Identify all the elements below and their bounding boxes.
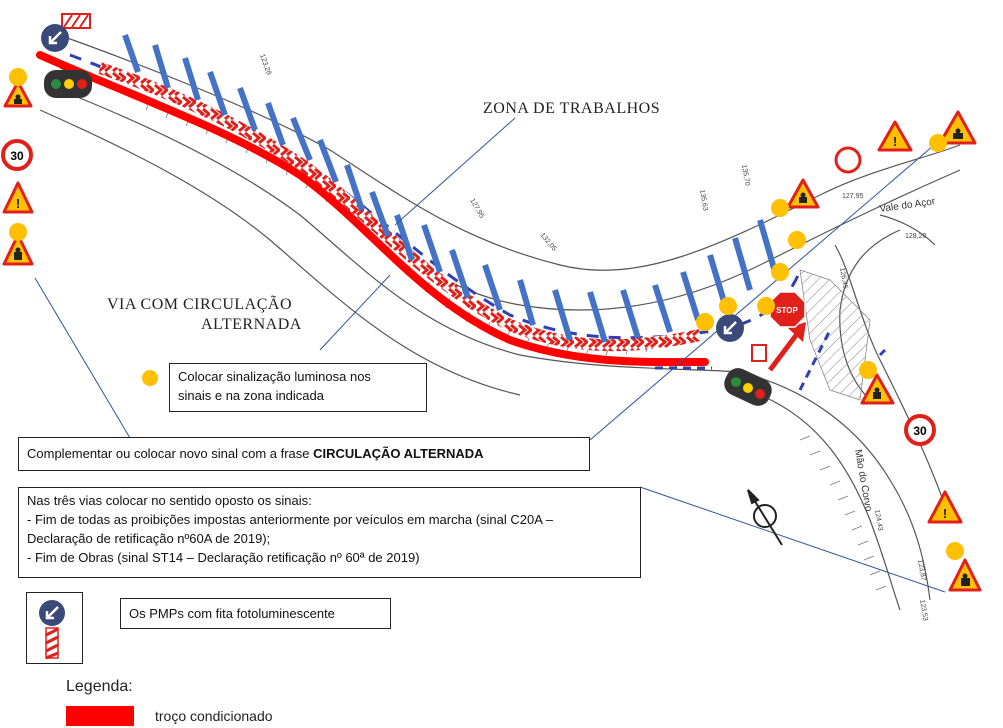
- opposite-note-line3: Declaração de retificação nº60A de 2019)…: [27, 531, 271, 546]
- traffic-island: [799, 269, 871, 401]
- svg-text:!: !: [16, 196, 20, 211]
- lane-dash-2: [655, 329, 887, 391]
- callout-via-line2: ALTERNADA: [201, 316, 302, 333]
- traffic-light-icon-left: [44, 70, 92, 98]
- svg-text:STOP: STOP: [776, 306, 798, 315]
- svg-text:30: 30: [913, 424, 927, 438]
- opposite-note-line1: Nas três vias colocar no sentido oposto …: [27, 493, 312, 508]
- luminous-signal-note: Colocar sinalização luminosa nos sinais …: [169, 363, 427, 412]
- opposite-note-line4: - Fim de Obras (sinal ST14 – Declaração …: [27, 550, 420, 565]
- svg-text:123,28: 123,28: [258, 53, 272, 76]
- svg-text:!: !: [943, 506, 947, 521]
- svg-text:135,70: 135,70: [740, 164, 751, 186]
- svg-text:132,05: 132,05: [538, 232, 557, 253]
- traffic-light-icon-right: [724, 368, 772, 406]
- alternate-note-text: Complementar ou colocar novo sinal com a…: [27, 446, 314, 461]
- svg-text:126,45: 126,45: [838, 267, 849, 289]
- callout-zona-trabalhos: ZONA DE TRABALHOS: [483, 100, 661, 117]
- svg-text:123,53: 123,53: [918, 599, 929, 621]
- speed-limit-icon-top: [834, 146, 862, 174]
- pmp-keep-left-icon-top: [41, 13, 91, 52]
- leader-lines: [34, 117, 946, 593]
- direction-arrow: [768, 328, 802, 372]
- stop-sign-icon: STOP: [769, 291, 806, 328]
- roadworks-icon-glyphs: [14, 94, 970, 586]
- alternate-note-bold: CIRCULAÇÃO ALTERNADA: [313, 446, 484, 461]
- speed-limit-icon-right: 30: [904, 414, 936, 446]
- luminous-note-line2: sinais e na zona indicada: [178, 388, 324, 403]
- speed-limit-icon-left: 30: [1, 139, 33, 171]
- svg-text:128,20: 128,20: [905, 233, 927, 240]
- svg-text:124,43: 124,43: [873, 509, 884, 531]
- luminous-note-line1: Colocar sinalização luminosa nos: [178, 369, 371, 384]
- svg-text:123,87: 123,87: [916, 559, 927, 581]
- conditioned-section-line: [36, 51, 709, 367]
- legend-title: Legenda:: [66, 678, 133, 695]
- pmp-keep-left-icon-junction: [716, 314, 767, 362]
- legend-label-conditioned: troço condicionado: [155, 708, 273, 724]
- place-label-vale-do-acor: Vale do Açor: [879, 196, 937, 215]
- warning-glyphs: ! ! !: [16, 134, 947, 521]
- place-label-mao-do-corvo: Mão do Corvo: [852, 449, 874, 513]
- opposite-direction-note: Nas três vias colocar no sentido oposto …: [18, 487, 641, 578]
- pmp-note: Os PMPs com fita fotoluminescente: [120, 598, 391, 629]
- svg-text:!: !: [893, 134, 897, 149]
- chevron-barrier: [98, 62, 702, 352]
- legend-swatch-conditioned: [66, 706, 134, 726]
- svg-text:30: 30: [10, 149, 24, 163]
- svg-text:135,63: 135,63: [698, 189, 709, 211]
- luminous-signal-dots: [9, 68, 964, 560]
- opposite-note-line2: - Fim de todas as proibições impostas an…: [27, 512, 554, 527]
- callout-via-line1: VIA COM CIRCULAÇÃO: [107, 296, 293, 313]
- svg-text:127,95: 127,95: [842, 193, 864, 200]
- work-barriers: [122, 34, 778, 343]
- north-arrow-icon: [747, 489, 783, 546]
- pmp-keep-left-icon: [39, 600, 65, 660]
- alternate-traffic-note: Complementar ou colocar novo sinal com a…: [18, 437, 590, 471]
- svg-text:127,95: 127,95: [468, 198, 485, 220]
- pmp-sample-box: [26, 592, 83, 664]
